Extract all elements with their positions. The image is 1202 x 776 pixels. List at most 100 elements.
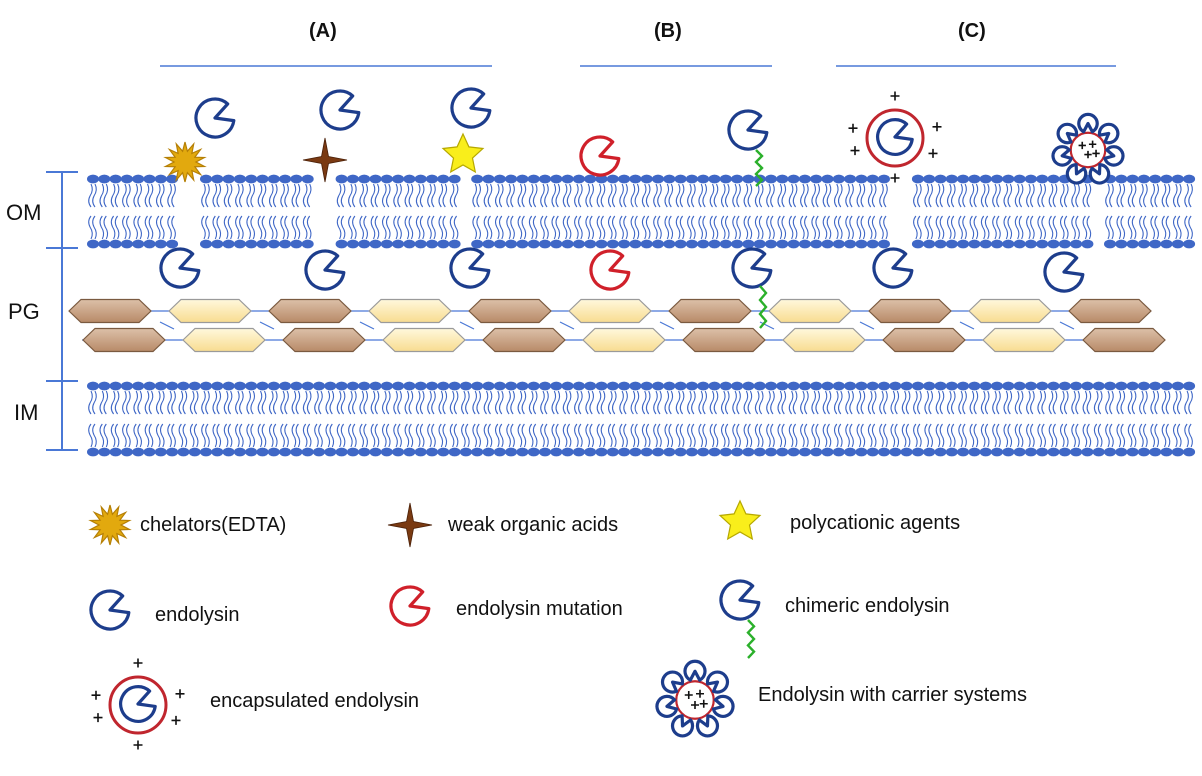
lipid-tail xyxy=(1131,423,1137,448)
pg-sugar-brown xyxy=(1082,327,1166,353)
lipid-head xyxy=(640,381,653,391)
chelator-edta-icon xyxy=(163,141,207,183)
lipid-tail xyxy=(984,390,990,415)
lipid-head xyxy=(301,447,314,457)
lipid-tail xyxy=(1071,423,1076,448)
pg-sugar-brown xyxy=(268,298,352,324)
lipid-tail xyxy=(1188,423,1193,448)
lipid-tail xyxy=(103,390,109,415)
lipid-tail xyxy=(645,390,651,415)
lipid-tail xyxy=(555,215,561,240)
lipid-tail xyxy=(901,423,907,448)
lipid-head xyxy=(392,447,405,457)
lipid-tail xyxy=(472,215,478,240)
lipid-head xyxy=(595,174,608,184)
lipid-head xyxy=(550,381,563,391)
lipid-head xyxy=(392,239,405,249)
lipid-tail xyxy=(913,390,918,415)
lipid-tail xyxy=(155,215,161,240)
lipid-tail xyxy=(272,423,278,448)
lipid-tail xyxy=(291,423,297,448)
lipid-tail xyxy=(521,390,527,415)
lipid-tail xyxy=(1139,183,1144,208)
positive-charge-icon xyxy=(133,740,143,750)
lipid-tail xyxy=(1188,215,1193,240)
lipid-head xyxy=(719,239,732,249)
lipid-head xyxy=(923,447,936,457)
lipid-tail xyxy=(239,215,244,240)
lipid-head xyxy=(143,381,156,391)
lipid-tail xyxy=(359,390,365,415)
lipid-tail xyxy=(528,215,534,240)
lipid-tail xyxy=(1071,390,1076,415)
lipid-tail xyxy=(1063,390,1069,415)
lipid-head xyxy=(109,239,122,249)
lipid-tail xyxy=(223,215,229,240)
lipid-head xyxy=(832,381,845,391)
lipid-head xyxy=(120,174,133,184)
lipid-tail xyxy=(1143,183,1148,208)
lipid-tail xyxy=(1161,423,1167,448)
positive-charge-icon xyxy=(928,148,938,158)
lipid-tail xyxy=(1120,183,1126,208)
lipid-head xyxy=(1126,381,1139,391)
legend-chimeric-endolysin-icon xyxy=(719,579,761,621)
lipid-tail xyxy=(374,183,380,208)
lipid-tail xyxy=(871,183,877,208)
lipid-tail xyxy=(352,215,357,240)
lipid-tail xyxy=(442,423,448,448)
lipid-head xyxy=(1058,381,1071,391)
lipid-tail xyxy=(736,390,741,415)
pg-sugar-brown xyxy=(82,327,166,353)
lipid-head xyxy=(1160,239,1173,249)
lipid-tail xyxy=(1030,215,1035,240)
legend-endolysin-icon xyxy=(89,589,131,631)
lipid-tail xyxy=(917,183,922,208)
lipid-head xyxy=(844,447,857,457)
lipid-head xyxy=(572,381,585,391)
lipid-tail xyxy=(634,390,640,415)
lipid-head xyxy=(674,381,687,391)
lipid-head xyxy=(652,381,664,391)
lipid-tail xyxy=(427,423,432,448)
lipid-tail xyxy=(1086,423,1092,448)
lipid-tail xyxy=(506,183,511,208)
lipid-tail xyxy=(239,390,244,415)
lipid-tail xyxy=(664,423,670,448)
lipid-tail xyxy=(687,390,692,415)
lipid-head xyxy=(629,174,642,184)
lipid-tail xyxy=(758,215,764,240)
lipid-tail xyxy=(596,423,602,448)
legend-polycationic-label: polycationic agents xyxy=(790,512,961,534)
lipid-tail xyxy=(837,215,843,240)
lipid-tail xyxy=(103,183,109,208)
lipid-tail xyxy=(867,183,873,208)
lipid-tail xyxy=(720,423,726,448)
lipid-tail xyxy=(114,215,120,240)
lipid-tail xyxy=(1172,390,1178,415)
lipid-tail xyxy=(201,183,206,208)
lipid-head xyxy=(448,239,461,249)
lipid-tail xyxy=(1184,423,1189,448)
lipid-tail xyxy=(578,423,583,448)
lipid-tail xyxy=(122,390,127,415)
lipid-tail xyxy=(574,215,579,240)
lipid-head xyxy=(200,174,212,184)
lipid-tail xyxy=(99,423,105,448)
lipid-head xyxy=(742,447,755,457)
lipid-head xyxy=(934,239,947,249)
lipid-head xyxy=(324,381,337,391)
lipid-tail xyxy=(826,215,832,240)
lipid-tail xyxy=(980,390,986,415)
lipid-head xyxy=(584,381,597,391)
lipid-tail xyxy=(702,183,708,208)
lipid-tail xyxy=(521,423,527,448)
lipid-tail xyxy=(476,390,482,415)
lipid-tail xyxy=(461,390,466,415)
lipid-head xyxy=(290,381,303,391)
lipid-tail xyxy=(770,215,775,240)
lipid-head xyxy=(98,174,111,184)
lipid-tail xyxy=(1131,215,1137,240)
lipid-tail xyxy=(284,183,289,208)
lipid-tail xyxy=(777,390,783,415)
